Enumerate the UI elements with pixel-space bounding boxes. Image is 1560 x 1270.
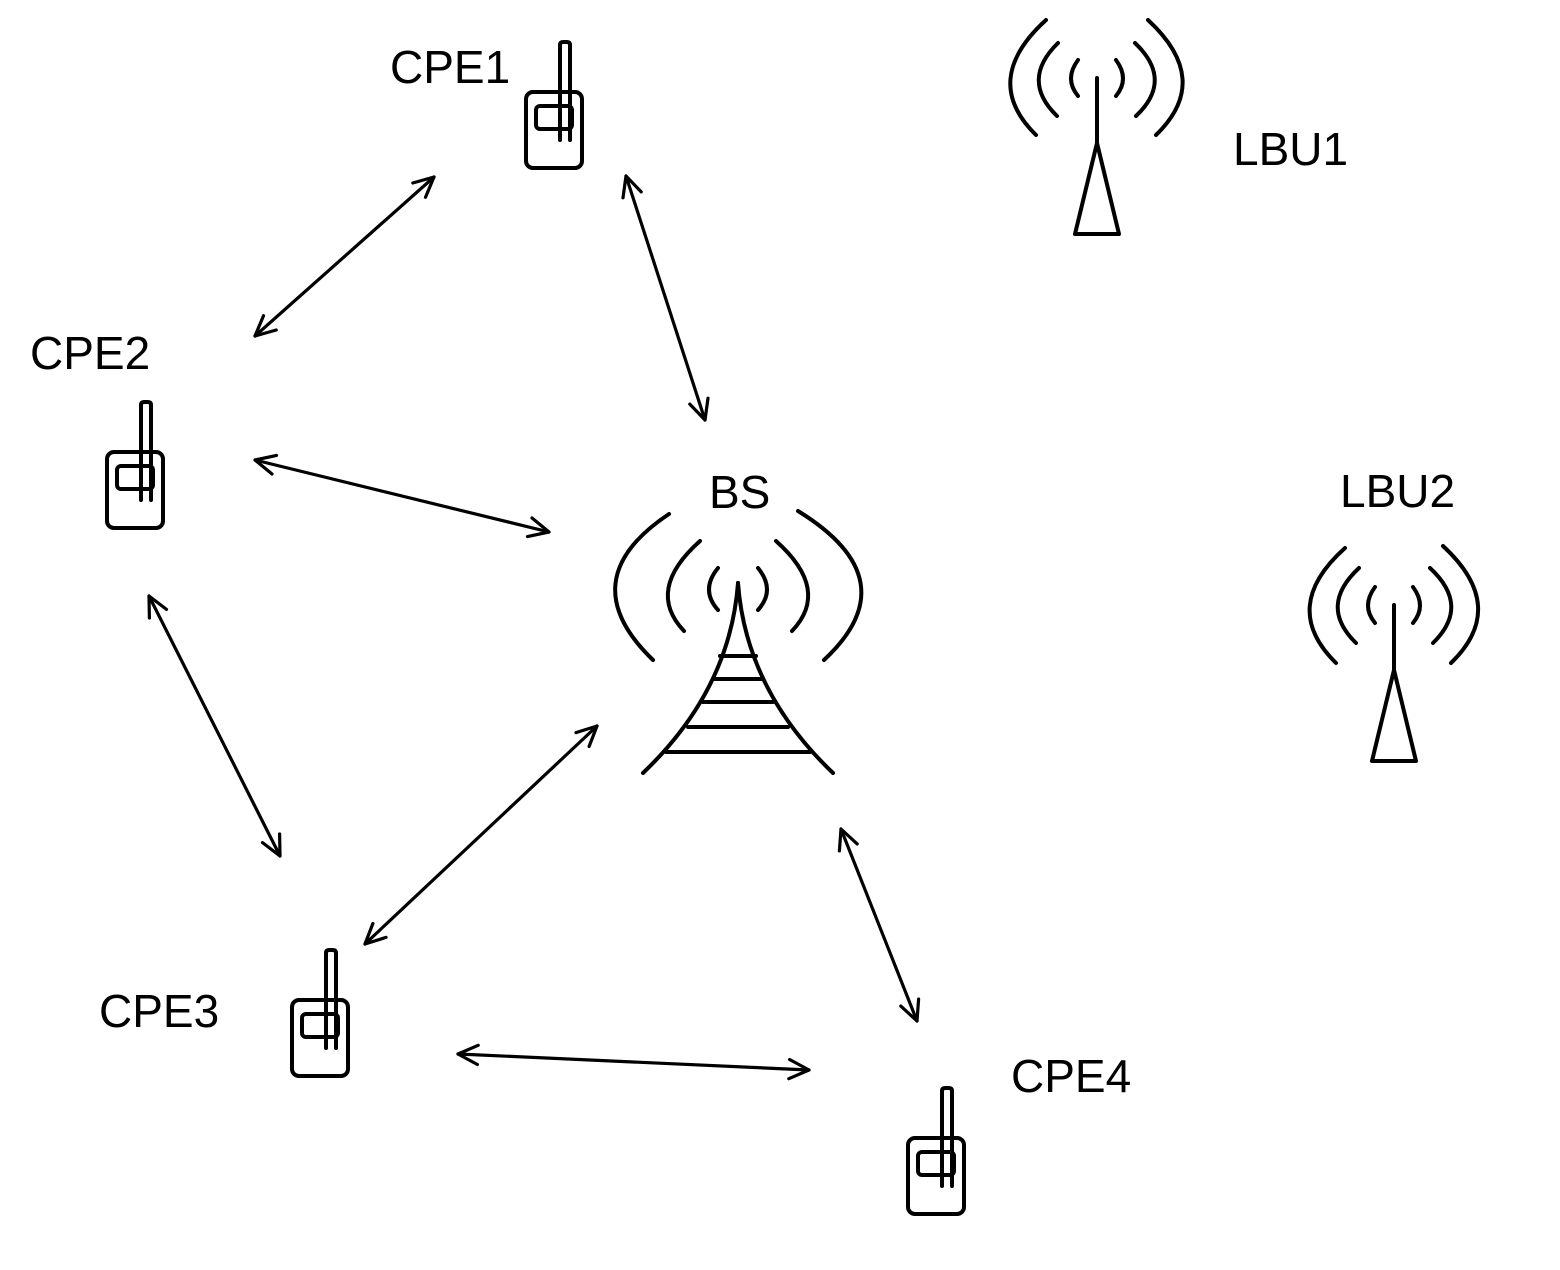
arrowhead [456, 1043, 480, 1067]
arrowhead [574, 724, 599, 749]
link-line [363, 724, 599, 946]
link-line [839, 827, 919, 1023]
link-cpe3-cpe4 [456, 1043, 811, 1081]
arrowhead [253, 453, 279, 476]
link-cpe1-bs [621, 174, 710, 422]
arrowhead [411, 175, 436, 199]
lbu2-antenna-icon [1307, 544, 1481, 763]
arrowhead [253, 314, 278, 338]
lbu2-label: LBU2 [1340, 465, 1455, 517]
arrowhead [688, 396, 710, 422]
cpe4-label: CPE4 [1011, 1050, 1131, 1102]
link-bs-cpe4 [837, 827, 921, 1023]
cpe4-walkie-talkie-icon [906, 1086, 966, 1216]
lbu1-label: LBU1 [1233, 123, 1348, 175]
link-line [624, 174, 707, 422]
link-line [456, 1052, 811, 1072]
cpe2-label: CPE2 [30, 327, 150, 379]
cpe3-walkie-talkie-icon [290, 948, 350, 1078]
link-line [253, 175, 436, 338]
arrowhead [621, 174, 643, 200]
link-line [253, 458, 551, 534]
arrowhead [525, 516, 551, 539]
lbu1-antenna-icon [1008, 18, 1185, 236]
links-layer [147, 174, 921, 1081]
cpe1-label: CPE1 [390, 41, 510, 93]
link-cpe3-bs [363, 724, 599, 946]
cpe1-walkie-talkie-icon [524, 40, 584, 170]
cpe2-walkie-talkie-icon [105, 400, 165, 530]
arrowhead [260, 832, 282, 858]
arrowhead [837, 827, 859, 853]
link-line [147, 594, 282, 858]
link-cpe2-cpe3 [147, 594, 282, 858]
bs-tower-icon [613, 509, 864, 775]
arrowhead [147, 594, 169, 620]
arrowhead [899, 997, 921, 1023]
arrowhead [363, 921, 388, 946]
cpe3-label: CPE3 [99, 985, 219, 1037]
bs-label: BS [709, 466, 770, 518]
link-cpe1-cpe2 [253, 175, 436, 338]
link-cpe2-bs [253, 453, 551, 539]
arrowhead [787, 1057, 811, 1081]
